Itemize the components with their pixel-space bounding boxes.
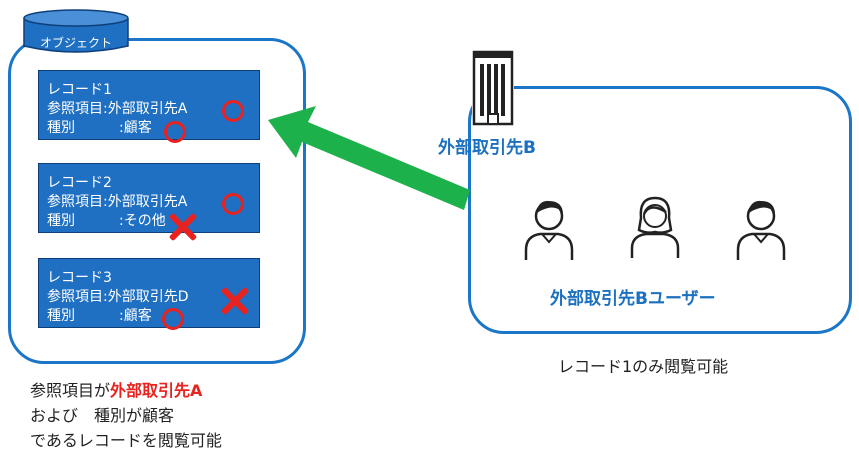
user-female-icon bbox=[630, 196, 680, 258]
type-field-label: 種別 bbox=[47, 120, 75, 136]
object-caption: 参照項目が外部取引先A および 種別が顧客 であるレコードを閲覧可能 bbox=[30, 378, 222, 453]
mismatch-cross-icon bbox=[168, 212, 198, 242]
object-container bbox=[8, 38, 306, 364]
type-field-value: 顧客 bbox=[123, 120, 152, 136]
ref-field-label: 参照項目 bbox=[47, 289, 103, 305]
caption-line-3: であるレコードを閲覧可能 bbox=[30, 431, 222, 450]
record-title: レコード2 bbox=[47, 175, 112, 191]
type-field-value: 顧客 bbox=[123, 308, 152, 324]
match-circle-icon bbox=[222, 193, 244, 215]
database-icon bbox=[23, 9, 129, 53]
record-title: レコード1 bbox=[47, 82, 112, 98]
ref-field-label: 参照項目 bbox=[47, 194, 103, 210]
caption-line-1: 参照項目が外部取引先A bbox=[30, 381, 203, 400]
object-label: オブジェクト bbox=[39, 36, 112, 50]
partner-name: 外部取引先B bbox=[438, 138, 536, 158]
match-circle-icon bbox=[164, 121, 186, 143]
user-male-icon bbox=[736, 200, 786, 260]
match-circle-icon bbox=[162, 308, 184, 330]
ref-field-value: 外部取引先D bbox=[107, 289, 189, 305]
type-field-value: その他 bbox=[123, 213, 166, 229]
ref-field-label: 参照項目 bbox=[47, 101, 103, 117]
access-arrow-icon bbox=[268, 106, 470, 210]
ref-field-value: 外部取引先A bbox=[107, 101, 188, 117]
user-male-icon bbox=[524, 200, 574, 260]
ref-field-value: 外部取引先A bbox=[107, 194, 188, 210]
caption-highlight: 外部取引先A bbox=[110, 381, 203, 400]
match-circle-icon bbox=[222, 100, 244, 122]
record-card: レコード3 参照項目:外部取引先D 種別:顧客 bbox=[38, 258, 260, 328]
building-icon bbox=[472, 48, 514, 126]
type-field-label: 種別 bbox=[47, 308, 75, 324]
type-field-label: 種別 bbox=[47, 213, 75, 229]
mismatch-cross-icon bbox=[220, 286, 250, 316]
record-card: レコード1 参照項目:外部取引先A 種別:顧客 bbox=[38, 70, 260, 140]
partner-caption: レコード1のみ閲覧可能 bbox=[558, 357, 729, 376]
caption-line-2: および 種別が顧客 bbox=[30, 406, 175, 425]
record-title: レコード3 bbox=[47, 270, 112, 286]
partner-users-label: 外部取引先Bユーザー bbox=[550, 289, 716, 309]
